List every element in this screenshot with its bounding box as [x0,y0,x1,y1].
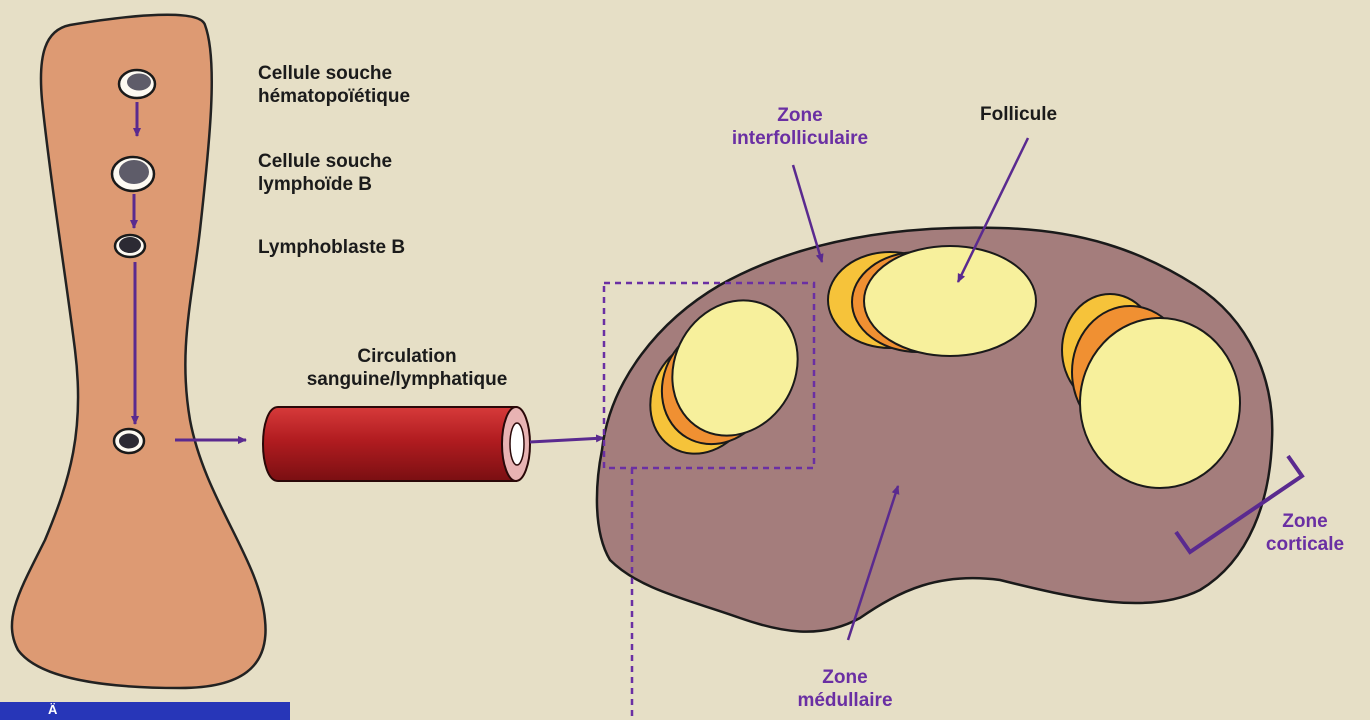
label-stem-cell-hemato: Cellule souche hématopoïétique [258,62,410,108]
label-interfollicular: Zone interfolliculaire [705,104,895,150]
lymphoblast-icon [115,235,145,257]
label-lymphoblast: Lymphoblaste B [258,236,405,259]
label-medullary: Zone médullaire [770,666,920,712]
follicle-top [828,246,1036,356]
label-follicle: Follicule [980,103,1057,126]
label-cortical: Zone corticale [1250,510,1360,556]
stem-cell-hemato-icon [119,70,155,98]
label-stem-cell-lymphoid: Cellule souche lymphoïde B [258,150,392,196]
arrow-right-vessel [530,438,604,442]
label-circulation: Circulation sanguine/lymphatique [272,345,542,391]
bottom-bar: Ä [0,702,290,720]
stem-cell-lymphoid-icon [112,157,154,191]
b-cell-icon [114,429,144,453]
bone-marrow-shape [12,15,266,688]
bottom-bar-text: Ä [48,702,57,717]
interfollicular-pointer [793,165,822,262]
blood-vessel [263,407,530,481]
